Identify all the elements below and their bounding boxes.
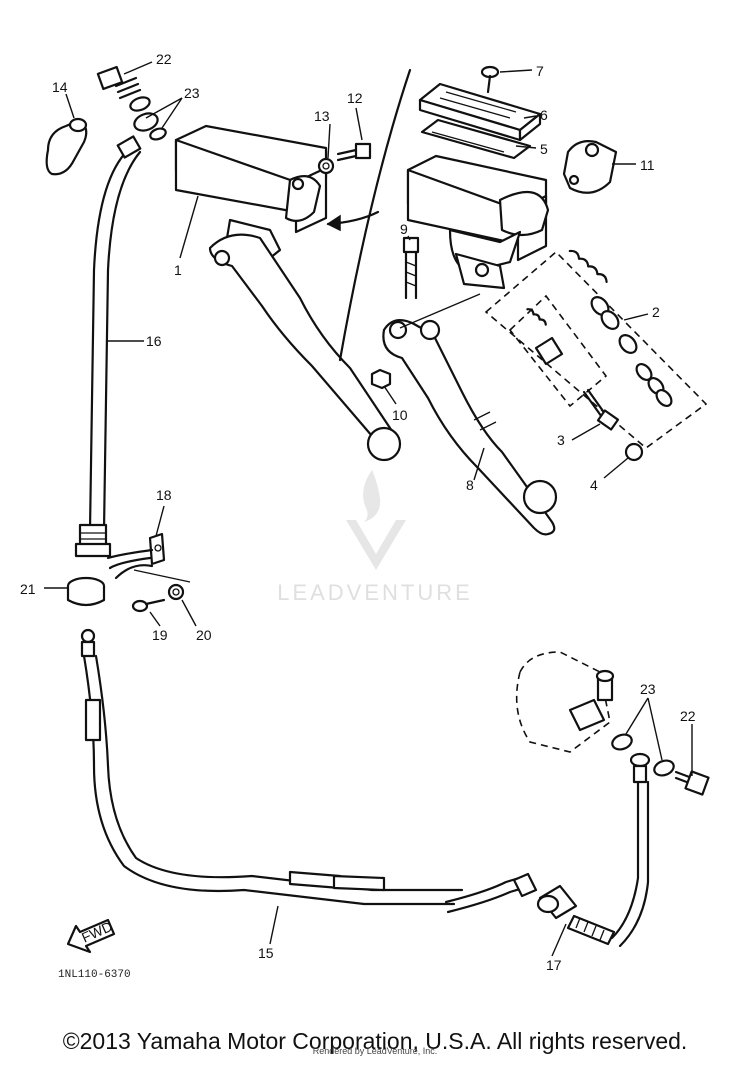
callout-8: 8 [466,477,474,493]
banjo-fitting-17 [512,776,650,948]
callout-23-top: 23 [184,85,200,101]
screw-7 [480,65,500,94]
rendered-by-note: Rendered by LeadVenture, Inc. [312,1046,438,1056]
nut-13 [317,157,335,175]
nut-20 [167,583,185,601]
callout-labels: 1 2 3 4 5 6 7 8 9 10 11 12 13 14 15 16 1… [20,51,696,973]
callout-2: 2 [652,304,660,320]
callout-18: 18 [156,487,172,503]
bracket-18 [106,532,166,580]
bolt-19 [131,598,166,613]
hose-15 [80,628,532,914]
drawing-code: 1NL110-6370 [58,969,131,981]
callout-5: 5 [540,141,548,157]
callout-6: 6 [540,107,548,123]
lever-8 [382,319,558,536]
piston-kit-2 [484,249,708,450]
callout-3: 3 [557,432,565,448]
boot-4 [624,442,644,462]
callout-23-bottom: 23 [640,681,656,697]
callout-4: 4 [590,477,598,493]
callout-19: 19 [152,627,168,643]
leader-lines [44,61,693,957]
callout-12: 12 [347,90,363,106]
nut-10 [370,368,392,390]
washers-23-top [129,96,167,141]
callout-20: 20 [196,627,212,643]
reference-arrow [326,210,380,232]
callout-17: 17 [546,957,562,973]
push-rod-3 [582,388,620,431]
copyright-notice: ©2013 Yamaha Motor Corporation, U.S.A. A… [62,1028,688,1054]
callout-14: 14 [52,79,68,95]
callout-9: 9 [400,221,408,237]
bolt-22-top [96,65,142,100]
callout-15: 15 [258,945,274,961]
grommet-21 [66,576,106,607]
bolt-12 [336,142,372,162]
bracket-guide [133,569,191,583]
cover-11 [562,140,618,194]
forward-arrow: FWD [66,918,116,954]
master-cylinder-body [406,154,550,290]
callout-16: 16 [146,333,162,349]
bolt-22-bottom [674,770,710,796]
callout-7: 7 [536,63,544,79]
callout-22-top: 22 [156,51,172,67]
cap-6 [418,82,542,142]
hose-16 [74,135,142,558]
callout-13: 13 [314,108,330,124]
slave-cylinder [515,651,615,753]
callout-1: 1 [174,262,182,278]
leadventure-watermark: LEADVENTURE [277,470,473,605]
guide-line-lever [399,293,481,329]
callout-22-bottom: 22 [680,708,696,724]
bolt-9 [402,236,420,300]
diaphragm-5 [420,118,532,160]
washers-23-bottom [611,733,675,784]
watermark-text: LEADVENTURE [277,580,473,605]
callout-11: 11 [640,157,655,173]
callout-21: 21 [20,581,36,597]
master-cylinder-1 [174,124,402,462]
divider-line [338,68,412,362]
boot-14 [45,117,88,176]
callout-10: 10 [392,407,408,423]
